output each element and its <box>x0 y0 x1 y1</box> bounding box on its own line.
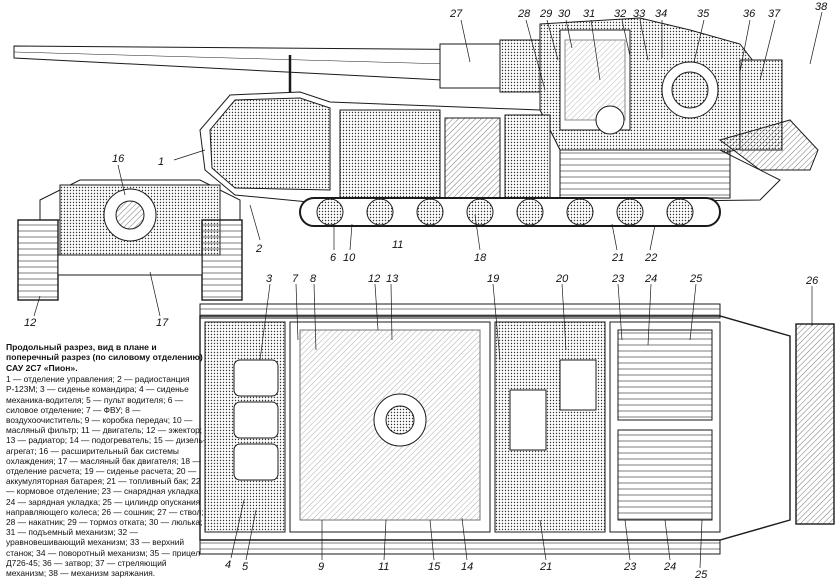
callout-23-bottom: 23 <box>623 561 637 573</box>
callout-13: 13 <box>386 273 399 285</box>
callout-20: 20 <box>555 273 569 285</box>
callout-21-bottom: 21 <box>539 561 552 573</box>
callout-16: 16 <box>112 153 125 165</box>
callout-1: 1 <box>158 156 164 168</box>
callout-9: 9 <box>318 561 324 573</box>
hull-side <box>199 91 781 206</box>
caption-legend: 1 — отделение управления; 2 — радиостанц… <box>6 374 206 579</box>
callout-35: 35 <box>697 8 710 20</box>
callout-25-bottom: 25 <box>694 569 708 581</box>
callout-28: 28 <box>517 8 531 20</box>
callout-32: 32 <box>614 8 626 20</box>
gun-barrel <box>13 39 541 110</box>
callout-3-top: 3 <box>266 273 273 285</box>
callout-19: 19 <box>487 273 499 285</box>
callout-11-top: 11 <box>392 239 403 251</box>
callout-33: 33 <box>633 8 646 20</box>
track-assembly <box>299 197 721 227</box>
callout-2: 2 <box>255 243 262 255</box>
recoil-spade <box>718 119 819 171</box>
callout-12-left: 12 <box>24 317 36 329</box>
callout-31: 31 <box>583 8 595 20</box>
callout-18: 18 <box>474 252 487 264</box>
callout-27: 27 <box>449 8 463 20</box>
callout-10: 10 <box>343 252 356 264</box>
callout-6: 6 <box>330 252 337 264</box>
callout-17: 17 <box>156 317 169 329</box>
callout-38: 38 <box>815 1 828 13</box>
callout-23-top: 23 <box>611 273 625 285</box>
callout-21-top: 21 <box>611 252 624 264</box>
callout-37: 37 <box>768 8 781 20</box>
callout-24-bottom: 24 <box>663 561 676 573</box>
cross-section-view <box>17 179 243 301</box>
callout-4: 4 <box>225 559 231 571</box>
callout-36: 36 <box>743 8 756 20</box>
caption-title: Продольный разрез, вид в плане и попереч… <box>6 342 203 373</box>
gun-mount <box>539 17 783 161</box>
callout-8: 8 <box>310 273 317 285</box>
callout-24-top: 24 <box>644 273 657 285</box>
callout-30: 30 <box>558 8 571 20</box>
side-section-view <box>13 17 819 227</box>
callout-5: 5 <box>242 561 249 573</box>
callout-29: 29 <box>539 8 552 20</box>
callout-11-bottom: 11 <box>378 561 389 573</box>
leader-lines <box>33 11 823 569</box>
callout-14: 14 <box>461 561 473 573</box>
callout-labels: 27 28 29 30 31 32 33 34 35 36 37 38 1 16… <box>24 1 828 581</box>
callout-26: 26 <box>805 275 819 287</box>
callout-15: 15 <box>428 561 441 573</box>
legend-caption: Продольный разрез, вид в плане и попереч… <box>6 342 206 578</box>
plan-view <box>199 303 835 555</box>
callout-34: 34 <box>655 8 667 20</box>
callout-22: 22 <box>644 252 657 264</box>
callout-25-top: 25 <box>689 273 703 285</box>
callout-12-plan: 12 <box>368 273 380 285</box>
callout-7: 7 <box>292 273 299 285</box>
